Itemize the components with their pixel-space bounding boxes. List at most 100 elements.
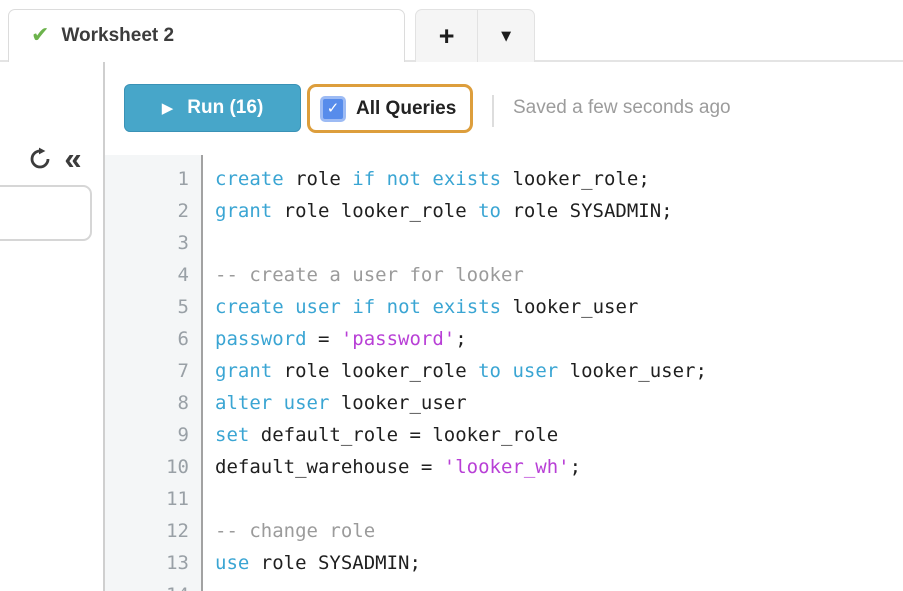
code-token: if (352, 296, 376, 318)
line-number: 4 (177, 264, 189, 286)
code-token: 'looker_wh' (443, 456, 570, 478)
code-token: to (478, 200, 501, 222)
code-token: if (352, 168, 376, 190)
code-token: role looker_role (272, 200, 479, 222)
code-line[interactable]: -- create a user for looker (215, 259, 903, 291)
collapse-panel-button[interactable]: « (58, 142, 88, 174)
code-token: create (215, 168, 284, 190)
tab-actions-group: + ▼ (415, 9, 535, 62)
checkmark-icon: ✓ (326, 99, 340, 117)
line-number: 5 (177, 296, 189, 318)
run-button[interactable]: ▶ Run (16) (124, 84, 301, 132)
tab-worksheet-2[interactable]: ✔ Worksheet 2 (8, 9, 405, 62)
worksheet-toolbar: ▶ Run (16) ✓ All Queries Saved a few sec… (105, 62, 903, 155)
line-number: 3 (177, 232, 189, 254)
code-token: set (215, 424, 250, 446)
line-number: 12 (166, 520, 189, 542)
code-token: looker_user; (558, 360, 707, 382)
code-token: to (478, 360, 501, 382)
code-token (341, 296, 352, 318)
code-token: role SYSADMIN; (501, 200, 673, 222)
code-line[interactable] (215, 227, 903, 259)
code-token: use (215, 552, 250, 574)
code-line[interactable]: set default_role = looker_role (215, 419, 903, 451)
code-line[interactable]: create user if not exists looker_user (215, 291, 903, 323)
code-line[interactable]: use role SYSADMIN; (215, 547, 903, 579)
line-number: 13 (166, 552, 189, 574)
toolbar-separator (492, 95, 494, 127)
code-line[interactable]: alter user looker_user (215, 387, 903, 419)
all-queries-checkbox[interactable]: ✓ (320, 95, 346, 122)
code-token: user (283, 392, 330, 414)
code-token: user (512, 360, 559, 382)
code-token: looker_user (329, 392, 467, 414)
panel-divider (103, 62, 105, 591)
code-token (501, 360, 512, 382)
code-line[interactable]: grant role looker_role to role SYSADMIN; (215, 195, 903, 227)
new-worksheet-button[interactable]: + (416, 10, 479, 62)
saved-status: Saved a few seconds ago (513, 97, 731, 118)
code-token: not (386, 168, 421, 190)
code-token: looker_role; (501, 168, 650, 190)
code-token: not (386, 296, 421, 318)
play-icon: ▶ (161, 99, 174, 117)
line-number: 10 (166, 456, 189, 478)
code-line[interactable] (215, 483, 903, 515)
code-token: exists (432, 296, 502, 318)
code-token (375, 168, 386, 190)
code-token: looker_user (501, 296, 639, 318)
line-number: 9 (177, 424, 189, 446)
left-sidebar: « (0, 62, 103, 591)
tab-bar: ✔ Worksheet 2 + ▼ (0, 0, 903, 62)
all-queries-control[interactable]: ✓ All Queries (307, 84, 474, 133)
code-lines[interactable]: create role if not exists looker_role;gr… (203, 155, 903, 591)
run-button-label: Run (16) (187, 97, 264, 118)
code-token: role (283, 168, 353, 190)
code-token (375, 296, 386, 318)
code-token: default_role = looker_role (249, 424, 559, 446)
line-number: 6 (177, 328, 189, 350)
code-token: create (215, 296, 284, 318)
code-line[interactable]: create role if not exists looker_role; (215, 163, 903, 195)
code-token: grant (215, 200, 273, 222)
code-token: alter (215, 392, 273, 414)
code-token (272, 392, 283, 414)
code-line[interactable]: -- change role (215, 515, 903, 547)
code-token (421, 168, 432, 190)
tab-title: Worksheet 2 (61, 25, 175, 46)
code-token: default_warehouse = (215, 456, 444, 478)
refresh-icon (30, 147, 50, 169)
code-token: exists (432, 168, 502, 190)
code-token: role looker_role (272, 360, 479, 382)
code-token: = (306, 328, 341, 350)
code-token (421, 296, 432, 318)
all-queries-label: All Queries (356, 97, 457, 119)
code-line[interactable] (215, 579, 903, 591)
line-number-gutter: 1234567891011121314 (105, 155, 203, 591)
code-token: 'password' (340, 328, 456, 350)
double-chevron-left-icon: « (64, 140, 82, 176)
sidebar-search-box[interactable] (0, 185, 92, 241)
code-token: -- change role (215, 520, 376, 542)
saved-checkmark-icon: ✔ (31, 23, 50, 48)
line-number: 11 (166, 488, 189, 510)
line-number: 1 (177, 168, 189, 190)
code-token: role SYSADMIN; (249, 552, 421, 574)
line-number: 7 (177, 360, 189, 382)
code-token: -- create a user for looker (215, 264, 524, 286)
code-line[interactable]: password = 'password'; (215, 323, 903, 355)
refresh-button[interactable] (27, 146, 53, 172)
sql-editor[interactable]: 1234567891011121314 create role if not e… (105, 155, 903, 591)
code-token: grant (215, 360, 273, 382)
worksheet-menu-button[interactable]: ▼ (478, 10, 534, 62)
code-line[interactable]: default_warehouse = 'looker_wh'; (215, 451, 903, 483)
code-token: user (295, 296, 341, 318)
line-number: 8 (177, 392, 189, 414)
line-number: 14 (105, 579, 189, 591)
code-token: ; (569, 456, 582, 478)
chevron-down-icon: ▼ (501, 28, 512, 44)
code-token (284, 296, 295, 318)
code-token: ; (455, 328, 467, 350)
line-number: 2 (177, 200, 189, 222)
code-line[interactable]: grant role looker_role to user looker_us… (215, 355, 903, 387)
